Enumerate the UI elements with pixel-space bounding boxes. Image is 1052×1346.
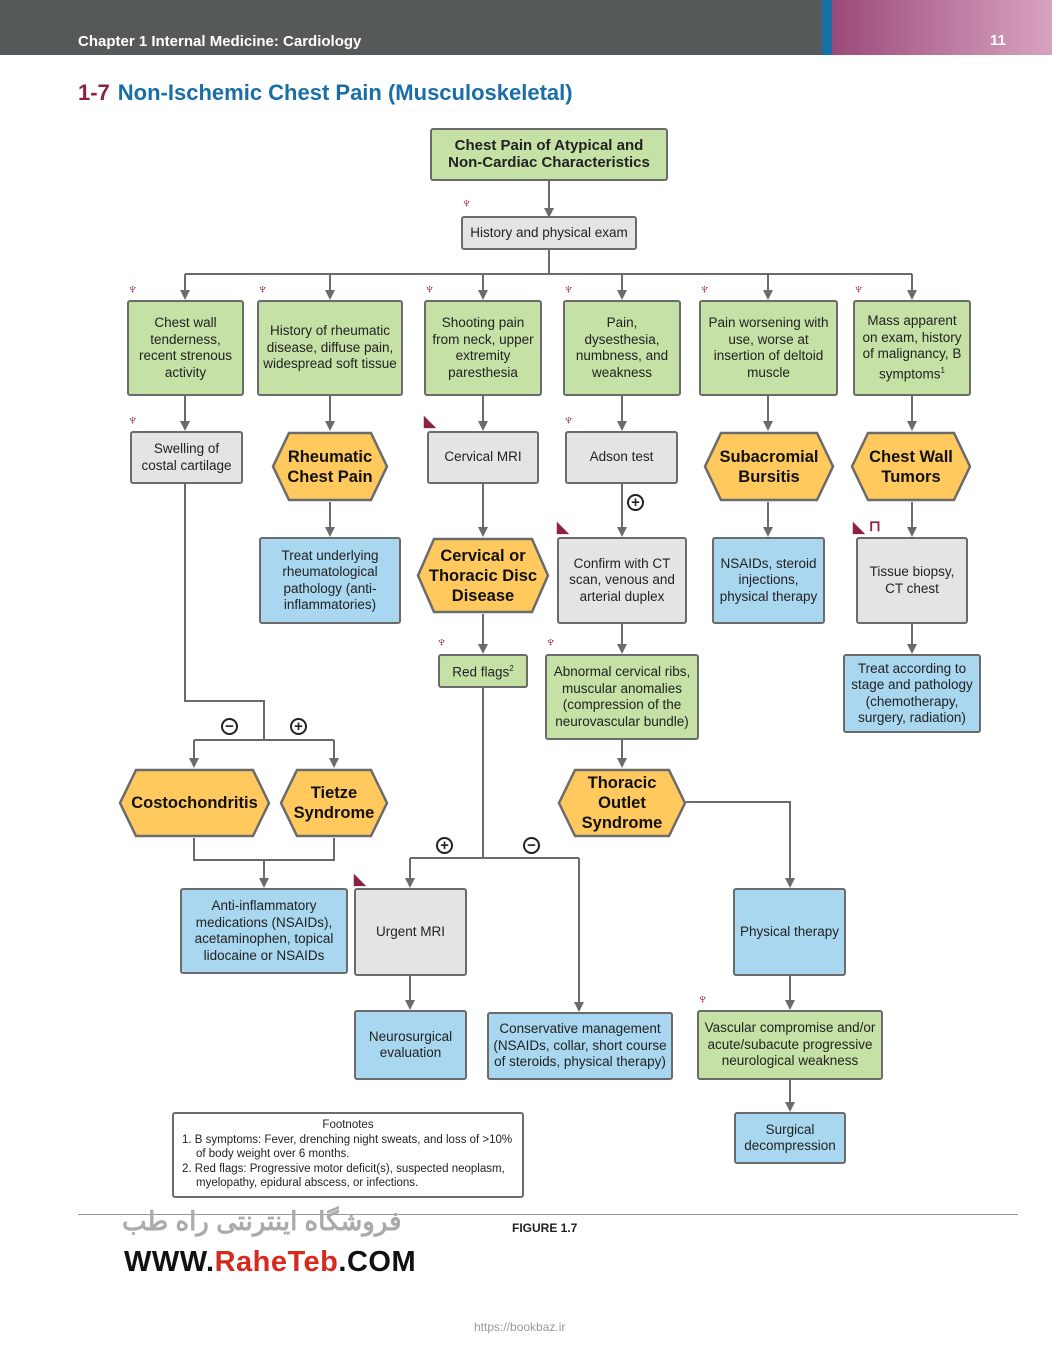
red-flags-label: Red flags [452, 664, 510, 680]
node-tietze-syndrome: Tietze Syndrome [279, 768, 389, 838]
stethoscope-icon: ♆ [699, 281, 711, 298]
plus-sign-adson: + [627, 494, 644, 511]
figure-title-number: 1-7 [78, 80, 110, 105]
node-adson-test: Adson test [565, 431, 678, 484]
watermark-url: WWW.RaheTeb.COM [124, 1246, 416, 1279]
figure-label: FIGURE 1.7 [512, 1221, 578, 1235]
stethoscope-icon: ♆ [424, 281, 436, 298]
thoracic-outlet-label: Thoracic Outlet Syndrome [581, 774, 663, 832]
figure-title: 1-7 Non-Ischemic Chest Pain (Musculoskele… [78, 80, 573, 106]
node-start: Chest Pain of Atypical and Non-Cardiac C… [430, 128, 668, 181]
page-number: 11 [990, 32, 1006, 49]
line-swelling-split [184, 484, 265, 740]
node-cervical-mri: Cervical MRI [427, 431, 539, 484]
hexagon-shape [850, 431, 972, 502]
node-chest-wall-tenderness: Chest wall tenderness, recent strenous a… [127, 300, 244, 396]
node-treat-rheum: Treat underlying rheumatological patholo… [259, 537, 401, 624]
node-chest-wall-tumors: Chest Wall Tumors [850, 431, 972, 502]
node-subacromial-bursitis: Subacromial Bursitis [703, 431, 835, 502]
footnote-ref-2: 2 [509, 664, 514, 673]
footnote-1: 1. B symptoms: Fever, drenching night sw… [182, 1133, 513, 1161]
subacromial-bursitis-label: Subacromial Bursitis [719, 447, 819, 486]
plus-sign-swelling: + [290, 718, 307, 735]
hexagon-shape [703, 431, 835, 502]
stethoscope-icon: ♆ [461, 195, 473, 212]
node-swelling: Swelling of costal cartilage [130, 431, 243, 484]
footnote-2: 2. Red flags: Progressive motor deficit(… [182, 1162, 505, 1190]
plus-sign-redflags: + [436, 837, 453, 854]
stethoscope-icon: ♆ [563, 412, 575, 429]
node-pain-worsening: Pain worsening with use, worse at insert… [699, 300, 838, 396]
node-nsaids-injections: NSAIDs, steroid injections, physical the… [712, 537, 825, 624]
node-confirm-ct: Confirm with CT scan, venous and arteria… [557, 537, 687, 624]
hexagon-shape [557, 768, 687, 838]
stethoscope-icon: ♆ [545, 634, 557, 651]
node-surgical-decompression: Surgical decompression [734, 1112, 846, 1164]
node-rheumatic-history: History of rheumatic disease, diffuse pa… [257, 300, 403, 396]
arrow-tos-pt [686, 801, 795, 888]
stethoscope-icon: ♆ [563, 281, 575, 298]
imaging-icon: ◣ [557, 519, 569, 536]
node-red-flags: Red flags2 [438, 654, 528, 688]
stethoscope-icon: ♆ [436, 634, 448, 651]
node-neurosurgical: Neurosurgical evaluation [354, 1010, 467, 1080]
minus-sign-swelling: − [221, 718, 238, 735]
stethoscope-icon: ♆ [127, 412, 139, 429]
footnotes-heading: Footnotes [322, 1119, 374, 1131]
mass-apparent-text: Mass apparent on exam, history of malign… [859, 313, 965, 383]
tietze-syndrome-label: Tietze Syndrome [293, 784, 375, 822]
mass-apparent-label: Mass apparent on exam, history of malign… [862, 313, 962, 382]
node-anti-inflammatory: Anti-inflammatory medications (NSAIDs), … [180, 888, 348, 974]
hexagon-shape [279, 768, 389, 838]
node-urgent-mri: Urgent MRI [354, 888, 467, 976]
red-flags-text: Red flags2 [452, 661, 514, 681]
stethoscope-icon: ♆ [853, 281, 865, 298]
node-disc-disease: Cervical or Thoracic Disc Disease [416, 537, 550, 614]
imaging-icon: ◣ [853, 519, 865, 536]
node-rheumatic-chest-pain: Rheumatic Chest Pain [271, 431, 389, 502]
disc-disease-label: Cervical or Thoracic Disc Disease [428, 546, 538, 605]
watermark-farsi: فروشگاه اینترنتی راه طب [122, 1206, 402, 1236]
hexagon-shape [118, 768, 271, 838]
node-physical-therapy: Physical therapy [733, 888, 846, 976]
node-abnormal-ribs: Abnormal cervical ribs, muscular anomali… [545, 654, 699, 740]
node-thoracic-outlet: Thoracic Outlet Syndrome [557, 768, 687, 838]
node-tissue-biopsy: Tissue biopsy, CT chest [856, 537, 968, 624]
rheumatic-chest-pain-label: Rheumatic Chest Pain [287, 447, 373, 486]
test-tube-icon: ⊓ [869, 518, 881, 535]
node-treat-stage: Treat according to stage and pathology (… [843, 654, 981, 733]
stethoscope-icon: ♆ [127, 281, 139, 298]
node-vascular-compromise: Vascular compromise and/or acute/subacut… [697, 1010, 883, 1080]
costochondritis-label: Costochondritis [131, 794, 258, 812]
minus-sign-redflags: − [523, 837, 540, 854]
node-mass-apparent: Mass apparent on exam, history of malign… [853, 300, 971, 396]
page-header: Chapter 1 Internal Medicine: Cardiology … [0, 0, 1052, 55]
node-shooting-pain: Shooting pain from neck, upper extremity… [424, 300, 542, 396]
hexagon-shape [416, 537, 550, 614]
header-gradient [832, 0, 1052, 55]
figure-title-text: Non-Ischemic Chest Pain (Musculoskeletal… [117, 80, 573, 105]
node-costochondritis: Costochondritis [118, 768, 271, 838]
line-costo-tietze-merge [193, 838, 335, 861]
watermark-url-brand: RaheTeb [214, 1246, 339, 1278]
imaging-icon: ◣ [354, 871, 366, 888]
chapter-title: Chapter 1 Internal Medicine: Cardiology [78, 33, 362, 50]
node-dysesthesia: Pain, dysesthesia, numbness, and weaknes… [563, 300, 681, 396]
stethoscope-icon: ♆ [697, 991, 709, 1008]
node-conservative: Conservative management (NSAIDs, collar,… [487, 1012, 673, 1080]
watermark-url-prefix: WWW. [124, 1246, 215, 1278]
footnote-ref-1: 1 [940, 365, 945, 375]
stethoscope-icon: ♆ [257, 281, 269, 298]
footnotes-box: Footnotes 1. B symptoms: Fever, drenchin… [172, 1112, 524, 1198]
imaging-icon: ◣ [424, 413, 436, 430]
page-rule [78, 1214, 1018, 1215]
node-history: History and physical exam [461, 216, 637, 250]
chest-wall-tumors-label: Chest Wall Tumors [869, 447, 953, 486]
hexagon-shape [271, 431, 389, 502]
header-accent-bar [822, 0, 832, 55]
watermark-small-url: https://bookbaz.ir [474, 1320, 566, 1334]
watermark-url-suffix: .COM [338, 1246, 417, 1278]
